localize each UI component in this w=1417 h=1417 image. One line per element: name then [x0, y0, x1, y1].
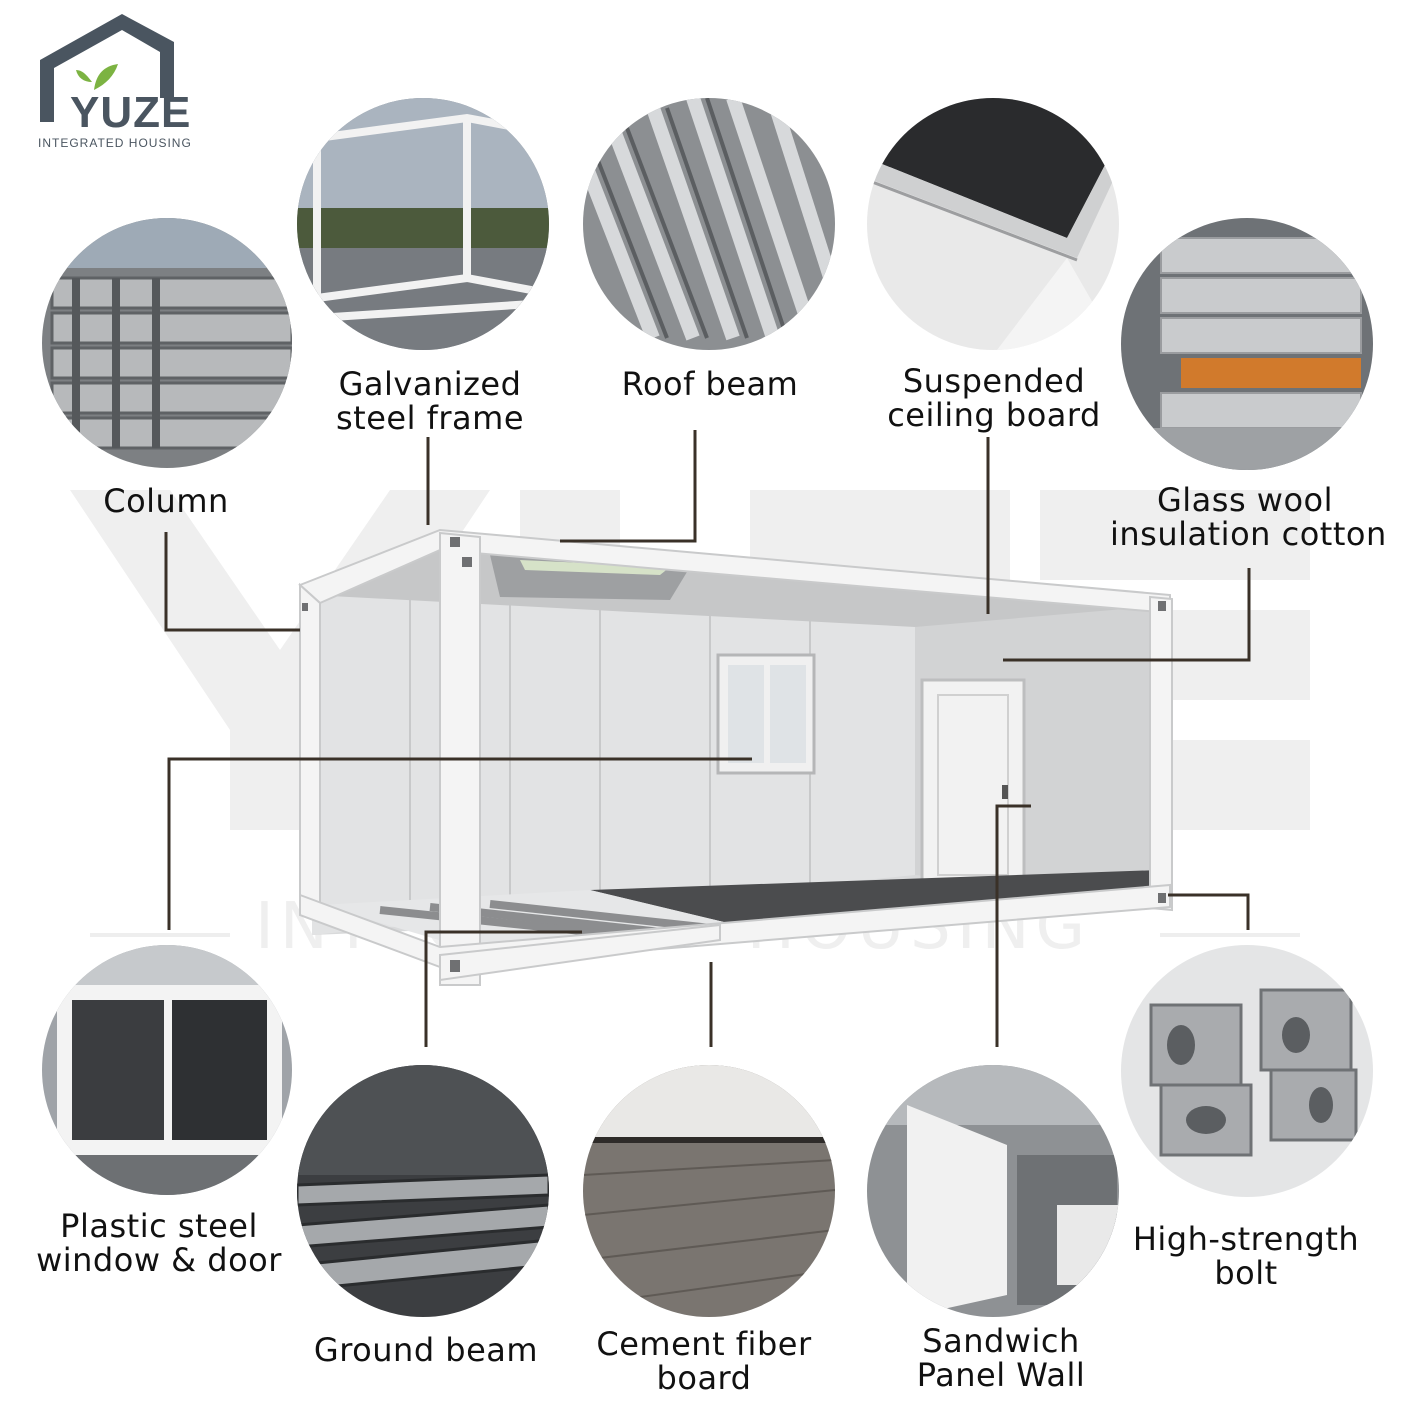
- ceiling-board-photo: [867, 98, 1119, 350]
- steel-frame-photo: [297, 98, 549, 350]
- brand-logo: YUZE INTEGRATED HOUSING: [36, 12, 206, 152]
- steel-columns-photo: [42, 218, 292, 468]
- sandwich-panel-photo: [867, 1065, 1119, 1317]
- roof-beam-label: Roof beam: [621, 365, 799, 403]
- leader-wool: [1003, 568, 1251, 662]
- cement-floor-photo: [583, 1065, 835, 1317]
- bolt-label: High-strength bolt: [1132, 1220, 1360, 1292]
- sandwich-panel-label: Sandwich Panel Wall: [916, 1322, 1086, 1394]
- leader-panel: [995, 804, 1031, 1047]
- cement-board-label: Cement fiber board: [596, 1325, 812, 1397]
- ground-beam-photo: [297, 1065, 549, 1317]
- roof-beam-photo: [583, 98, 835, 350]
- window-door-label: Plastic steel window & door: [36, 1207, 282, 1279]
- corner-fitting-photo: [1121, 945, 1373, 1197]
- column-label: Column: [103, 482, 229, 520]
- house-logo-icon: [40, 14, 174, 130]
- logo-subtitle: INTEGRATED HOUSING: [38, 136, 192, 150]
- glass-wool-photo: [1121, 218, 1373, 470]
- leader-roof: [560, 430, 697, 543]
- ground-beam-label: Ground beam: [313, 1331, 539, 1369]
- galvanized-frame-label: Galvanized steel frame: [335, 365, 525, 437]
- leader-bolt: [1168, 893, 1250, 930]
- leader-column: [164, 532, 300, 632]
- logo-wordmark: YUZE: [70, 88, 192, 137]
- container-house-illustration: [298, 528, 1173, 986]
- ceiling-board-label: Suspended ceiling board: [887, 362, 1101, 434]
- leader-window: [167, 757, 752, 930]
- glass-wool-label: Glass wool insulation cotton: [1110, 481, 1387, 553]
- leader-ground: [424, 930, 582, 1047]
- window-door-photo: [42, 945, 292, 1195]
